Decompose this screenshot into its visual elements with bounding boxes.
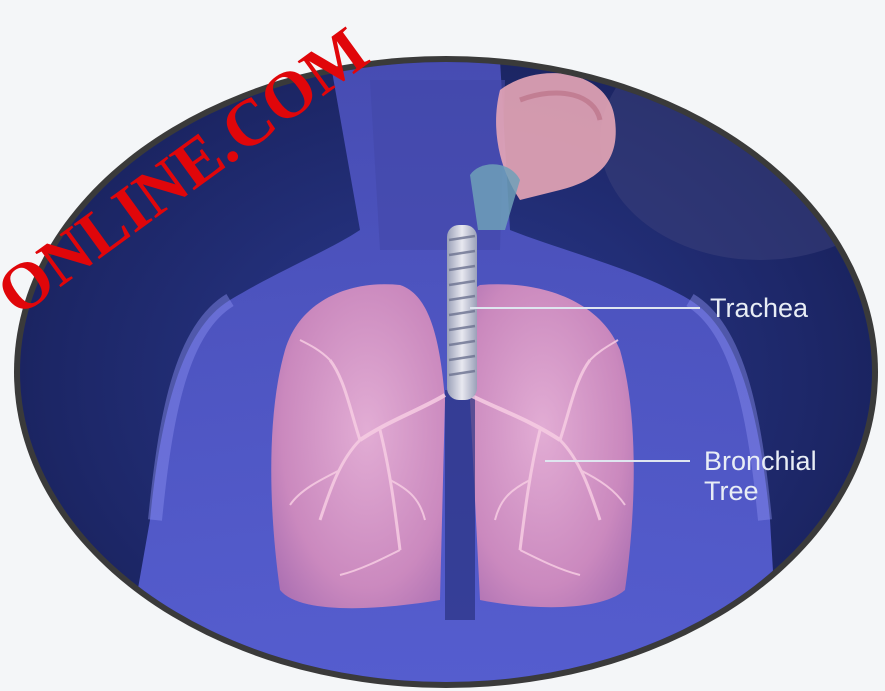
bronchial-label-line2: Tree: [704, 476, 759, 506]
trachea-label: Trachea: [710, 293, 809, 323]
bronchial-label-line1: Bronchial: [704, 446, 817, 476]
left-lung: [271, 284, 445, 608]
right-lung: [468, 284, 634, 607]
trachea: [447, 225, 477, 400]
